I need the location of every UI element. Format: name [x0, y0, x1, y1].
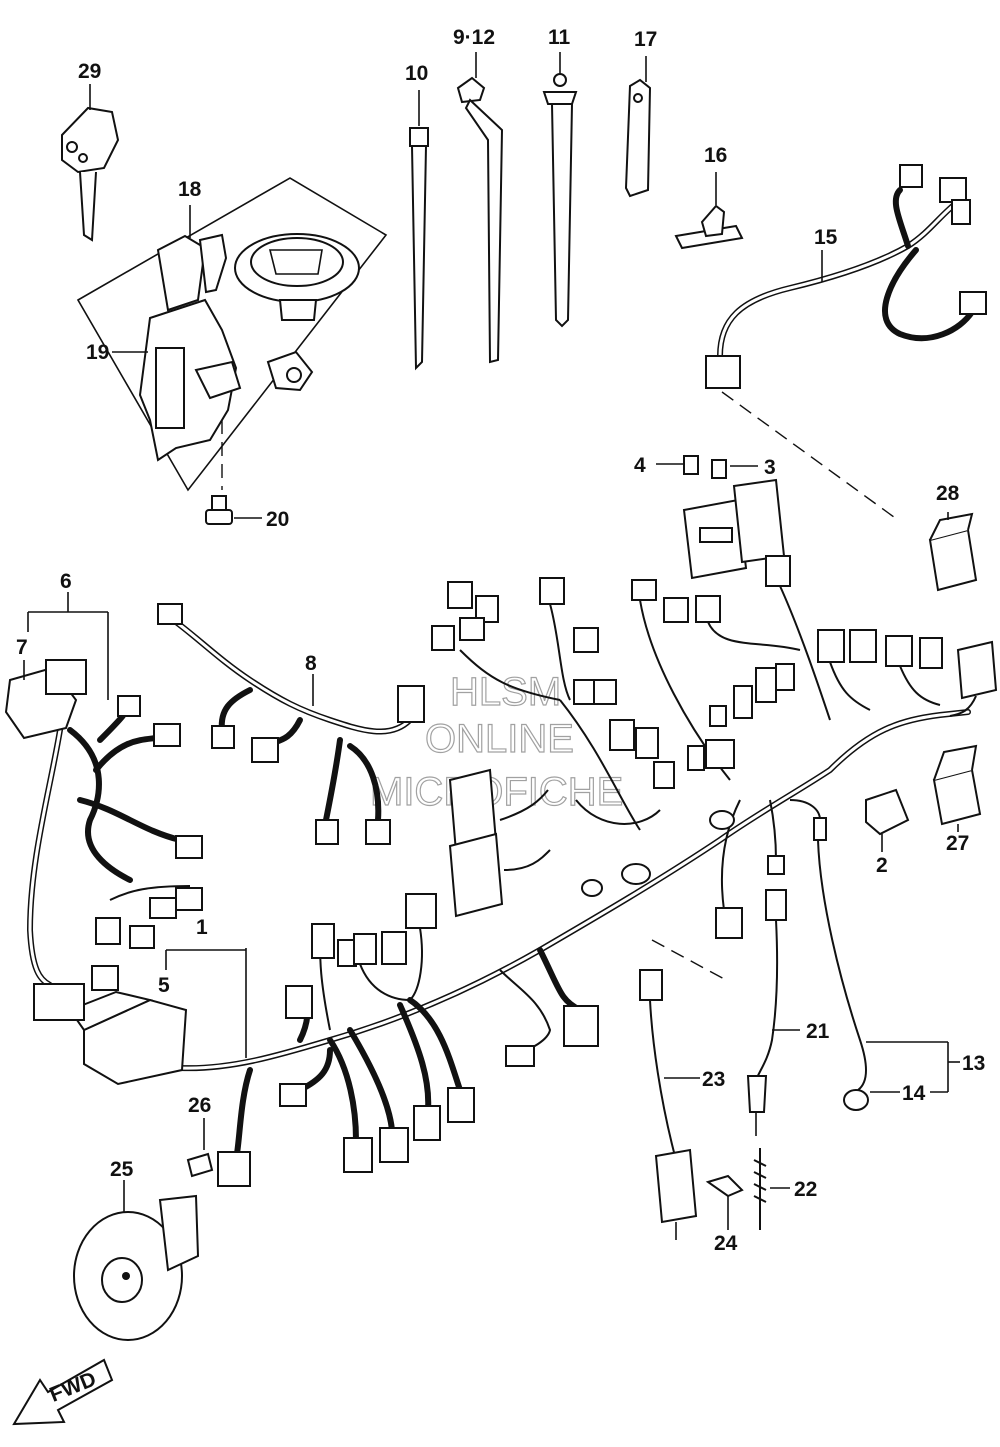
callout-17: 17	[634, 28, 657, 51]
callout-23: 23	[702, 1068, 725, 1091]
callout-16: 16	[704, 144, 727, 167]
callout-21: 21	[806, 1020, 830, 1043]
part-27-relay[interactable]	[932, 744, 982, 832]
part-21-oil-pressure-switch[interactable]	[746, 889, 800, 1136]
callout-18: 18	[178, 178, 202, 201]
callout-5: 5	[158, 974, 170, 997]
callout-25: 25	[110, 1158, 134, 1181]
part-28-relay[interactable]	[928, 512, 978, 592]
fwd-direction-arrow: FWD	[12, 1358, 114, 1426]
part-18-lock-set-box[interactable]	[76, 177, 388, 492]
part-26-bolt[interactable]	[186, 1118, 214, 1178]
callout-27: 27	[946, 832, 969, 855]
watermark-line-2: ONLINE	[425, 717, 574, 761]
callout-26: 26	[188, 1094, 211, 1117]
part-11-clip-tie[interactable]	[542, 52, 578, 328]
part-4-fuse[interactable]	[656, 455, 699, 475]
watermark-line-3: MICROFICHE	[370, 770, 623, 814]
part-16-bracket-clamp[interactable]	[674, 172, 744, 250]
part-3-fuse[interactable]	[711, 459, 758, 479]
part-2-cover-cap[interactable]	[865, 788, 910, 852]
part-10-cable-tie[interactable]	[409, 90, 429, 371]
callout-4: 4	[634, 454, 646, 477]
callout-7: 7	[16, 636, 28, 659]
callout-15: 15	[814, 226, 838, 249]
callout-10: 10	[405, 62, 428, 85]
callout-3: 3	[764, 456, 776, 479]
part-20-screw[interactable]	[205, 495, 262, 525]
callout-2: 2	[876, 854, 888, 877]
part-29-key[interactable]	[61, 84, 120, 242]
callout-13: 13	[962, 1052, 985, 1075]
callout-9-12: 9·12	[453, 26, 495, 49]
part-23-side-stand-switch[interactable]	[639, 939, 727, 1240]
part-13-sensor-assembly[interactable]	[817, 839, 960, 1111]
watermark-line-1: HLSM	[450, 670, 561, 714]
part-9-12-clamp-band[interactable]	[456, 52, 504, 364]
fuse-box[interactable]	[682, 478, 786, 610]
callout-8: 8	[305, 652, 317, 675]
part-1-main-wiring-harness[interactable]	[4, 555, 998, 1187]
part-8-sub-harness[interactable]	[157, 603, 425, 845]
part-15-sub-harness[interactable]	[705, 164, 987, 521]
callout-14: 14	[902, 1082, 926, 1105]
part-25-horn[interactable]	[73, 1180, 200, 1341]
callout-labels: 29 18 19 20 10 9·12 11 17 16 15 4 3 28 6…	[16, 26, 985, 1255]
callout-11: 11	[548, 26, 571, 49]
part-6-7-bracket-lines	[23, 592, 109, 700]
callout-6: 6	[60, 570, 72, 593]
part-17-rubber-strap[interactable]	[624, 56, 652, 198]
callout-24: 24	[714, 1232, 738, 1255]
callout-1: 1	[196, 916, 208, 939]
part-22-spring[interactable]	[753, 1148, 790, 1230]
callout-19: 19	[86, 341, 109, 364]
callout-20: 20	[266, 508, 289, 531]
part-24-screw[interactable]	[705, 1174, 744, 1230]
callout-22: 22	[794, 1178, 817, 1201]
callout-28: 28	[936, 482, 960, 505]
callout-29: 29	[78, 60, 101, 83]
